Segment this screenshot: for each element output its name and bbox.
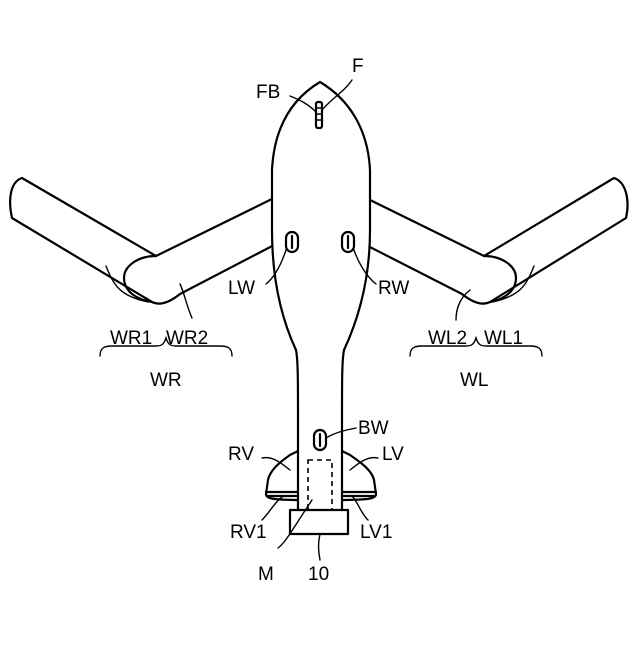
label-bw: BW (358, 418, 389, 439)
label-rw: RW (378, 278, 409, 299)
label-fb: FB (256, 82, 280, 103)
label-wl1: WL1 (484, 328, 523, 349)
label-rv: RV (228, 444, 254, 465)
label-wr2: WR2 (166, 328, 208, 349)
label-lw: LW (228, 278, 255, 299)
label-wl2: WL2 (428, 328, 467, 349)
label-rv1: RV1 (230, 522, 267, 543)
fuselage (272, 82, 370, 512)
module-10-box (290, 510, 348, 534)
label-m: M (258, 564, 274, 585)
label-lv: LV (382, 444, 404, 465)
leader-10 (319, 534, 321, 560)
label-lv1: LV1 (360, 522, 392, 543)
label-10: 10 (308, 564, 329, 585)
label-wl: WL (460, 370, 489, 391)
label-wr1: WR1 (110, 328, 152, 349)
label-f: F (352, 56, 364, 77)
label-wr: WR (150, 370, 182, 391)
tail-rv (266, 450, 300, 500)
